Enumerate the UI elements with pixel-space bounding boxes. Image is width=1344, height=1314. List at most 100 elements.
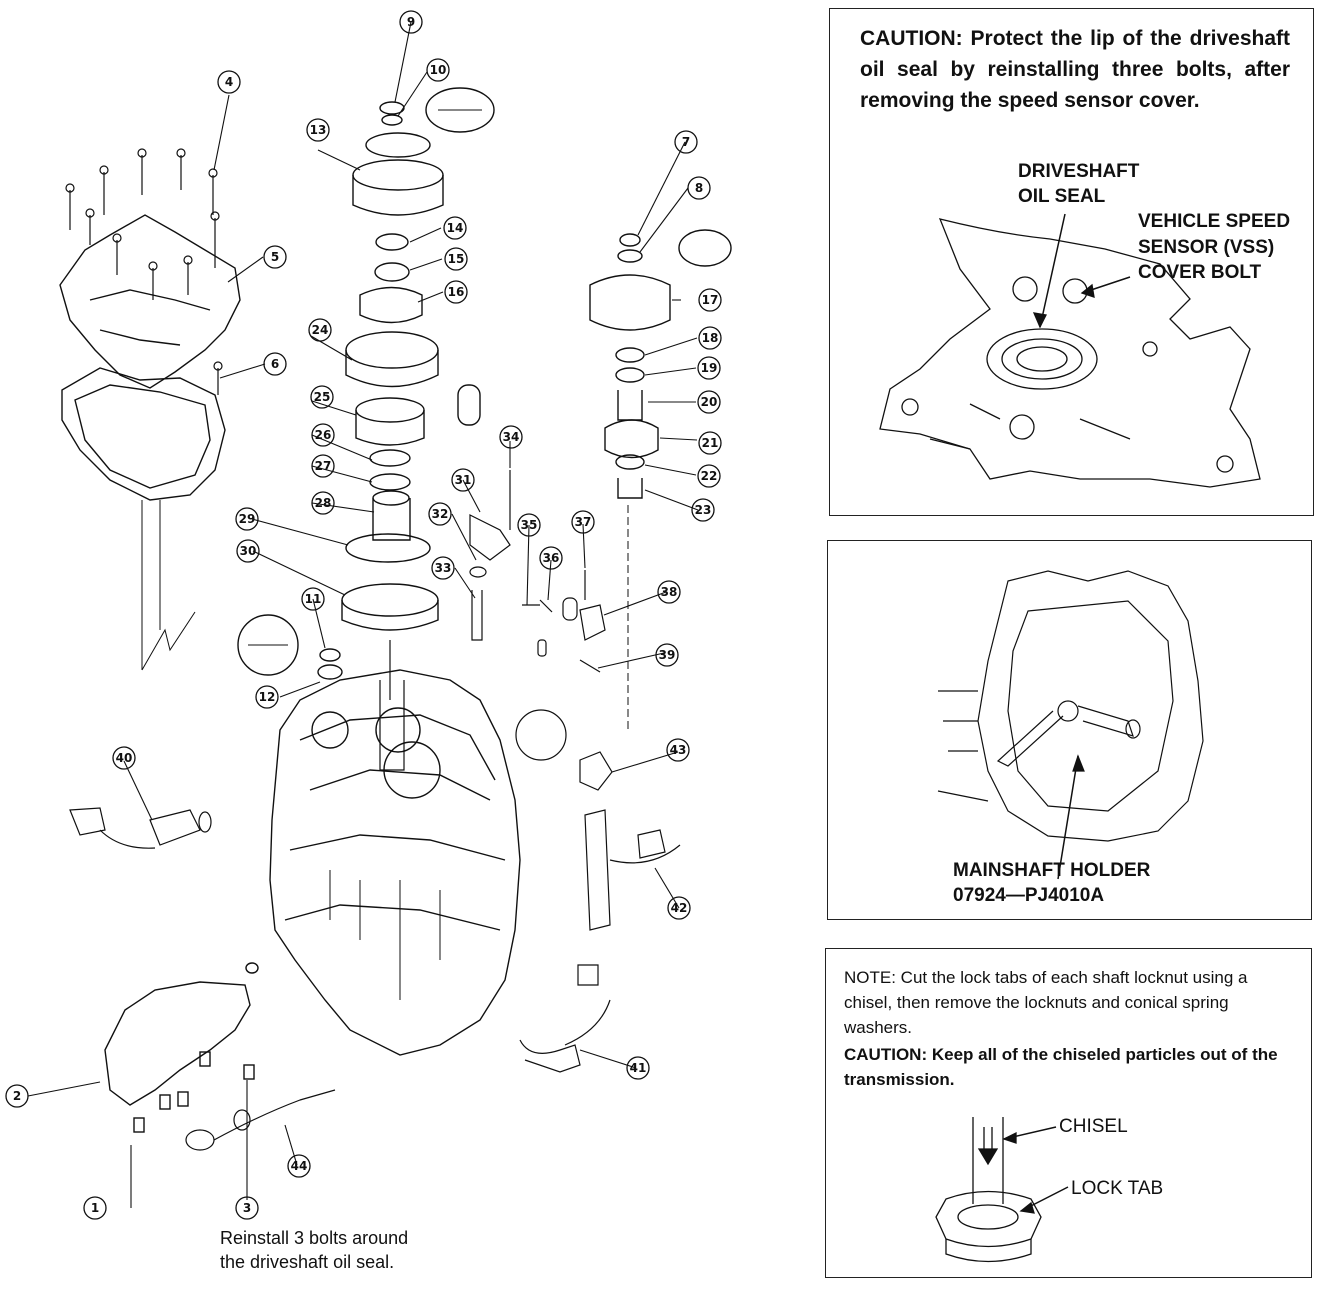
svg-text:2: 2 xyxy=(13,1089,21,1103)
exploded-transmission-diagram: 1 2 3 4 5 6 7 8 9 10 11 12 13 14 15 16 1… xyxy=(5,10,732,1220)
svg-text:27: 27 xyxy=(315,459,332,473)
callout-24: 24 xyxy=(308,318,332,342)
callout-26: 26 xyxy=(311,423,335,447)
callout-34: 34 xyxy=(499,425,523,449)
vss-cover-bolt-label-line-3: COVER BOLT xyxy=(1138,262,1262,283)
svg-text:35: 35 xyxy=(521,518,538,532)
mainshaft-holder-panel: MAINSHAFT HOLDER 07924—PJ4010A xyxy=(827,540,1312,920)
svg-text:4: 4 xyxy=(225,75,233,89)
sensors-and-harnesses xyxy=(69,751,681,1151)
callout-6: 6 xyxy=(263,352,287,376)
svg-text:17: 17 xyxy=(702,293,719,307)
svg-text:24: 24 xyxy=(312,323,329,337)
callout-27: 27 xyxy=(311,454,335,478)
transmission-case xyxy=(269,669,521,1056)
callout-16: 16 xyxy=(444,280,468,304)
callout-2: 2 xyxy=(5,1084,29,1108)
chisel-lock-tab-illustration xyxy=(935,1117,1069,1263)
callout-14: 14 xyxy=(443,216,467,240)
svg-text:6: 6 xyxy=(271,357,279,371)
driveshaft-oil-seal-label-line-1: DRIVESHAFT xyxy=(1018,161,1140,182)
callout-11: 11 xyxy=(301,587,325,611)
svg-text:16: 16 xyxy=(448,285,465,299)
lock-tab-label: LOCK TAB xyxy=(1071,1178,1164,1199)
leader-lines xyxy=(27,21,699,1208)
callout-30: 30 xyxy=(236,539,260,563)
svg-text:34: 34 xyxy=(503,430,520,444)
side-cover xyxy=(104,962,259,1133)
svg-text:21: 21 xyxy=(702,436,719,450)
callout-5: 5 xyxy=(263,245,287,269)
callout-17: 17 xyxy=(698,288,722,312)
callout-39: 39 xyxy=(655,643,679,667)
mainshaft-holder-label-line-1: MAINSHAFT HOLDER xyxy=(953,860,1151,881)
callout-35: 35 xyxy=(517,513,541,537)
svg-text:7: 7 xyxy=(682,135,690,149)
mainshaft-holder-illustration xyxy=(937,570,1204,880)
svg-text:12: 12 xyxy=(259,690,276,704)
callout-25: 25 xyxy=(310,385,334,409)
callout-12: 12 xyxy=(255,685,279,709)
callout-40: 40 xyxy=(112,746,136,770)
svg-text:3: 3 xyxy=(243,1201,251,1215)
mainshaft-stack xyxy=(341,87,495,700)
svg-text:33: 33 xyxy=(435,561,452,575)
svg-text:13: 13 xyxy=(310,123,327,137)
svg-text:19: 19 xyxy=(701,361,718,375)
transmission-end-cover xyxy=(59,214,241,501)
svg-text:43: 43 xyxy=(670,743,687,757)
note-prefix: NOTE: xyxy=(844,968,896,987)
note-text: NOTE: Cut the lock tabs of each shaft lo… xyxy=(844,965,1299,1040)
callout-1: 1 xyxy=(83,1196,107,1220)
caution-panel: CAUTION: Protect the lip of the drivesha… xyxy=(829,8,1314,516)
svg-text:26: 26 xyxy=(315,428,332,442)
svg-text:18: 18 xyxy=(702,331,719,345)
svg-text:32: 32 xyxy=(432,507,449,521)
callout-15: 15 xyxy=(444,247,468,271)
note-panel: NOTE: Cut the lock tabs of each shaft lo… xyxy=(825,948,1312,1278)
svg-text:8: 8 xyxy=(695,181,703,195)
svg-text:39: 39 xyxy=(659,648,676,662)
countershaft-stack xyxy=(589,229,732,730)
callout-41: 41 xyxy=(626,1056,650,1080)
callout-23: 23 xyxy=(691,498,715,522)
note-caution-body: Keep all of the chiseled particles out o… xyxy=(844,1045,1278,1089)
callout-36: 36 xyxy=(539,546,563,570)
svg-text:29: 29 xyxy=(239,512,256,526)
svg-text:9: 9 xyxy=(407,15,415,29)
callout-32: 32 xyxy=(428,502,452,526)
bottom-caption: Reinstall 3 bolts around the driveshaft … xyxy=(220,1226,408,1274)
note-caution: CAUTION: Keep all of the chiseled partic… xyxy=(844,1042,1299,1092)
callout-20: 20 xyxy=(697,390,721,414)
svg-text:14: 14 xyxy=(447,221,464,235)
shift-linkage-parts xyxy=(469,470,606,761)
driveshaft-oil-seal-label-line-2: OIL SEAL xyxy=(1018,186,1106,207)
bottom-caption-line-1: Reinstall 3 bolts around xyxy=(220,1228,409,1248)
svg-text:40: 40 xyxy=(116,751,133,765)
callout-21: 21 xyxy=(698,431,722,455)
cover-bolts xyxy=(65,148,223,395)
svg-text:28: 28 xyxy=(315,496,332,510)
callout-44: 44 xyxy=(287,1154,311,1178)
svg-text:36: 36 xyxy=(543,551,560,565)
callout-10: 10 xyxy=(426,58,450,82)
small-parts-11-12 xyxy=(237,614,343,680)
chisel-label: CHISEL xyxy=(1059,1116,1128,1137)
svg-text:30: 30 xyxy=(240,544,257,558)
svg-text:44: 44 xyxy=(291,1159,308,1173)
svg-text:1: 1 xyxy=(91,1201,99,1215)
svg-text:23: 23 xyxy=(695,503,712,517)
callout-13: 13 xyxy=(306,118,330,142)
callout-38: 38 xyxy=(657,580,681,604)
callout-3: 3 xyxy=(235,1196,259,1220)
vss-cover-bolt-label-line-2: SENSOR (VSS) xyxy=(1138,237,1275,258)
svg-text:11: 11 xyxy=(305,592,322,606)
svg-text:25: 25 xyxy=(314,390,331,404)
callout-4: 4 xyxy=(217,70,241,94)
svg-text:20: 20 xyxy=(701,395,718,409)
callout-19: 19 xyxy=(697,356,721,380)
callout-22: 22 xyxy=(697,464,721,488)
callout-43: 43 xyxy=(666,738,690,762)
driveshaft-seal-illustration xyxy=(879,213,1261,488)
callout-9: 9 xyxy=(399,10,423,34)
